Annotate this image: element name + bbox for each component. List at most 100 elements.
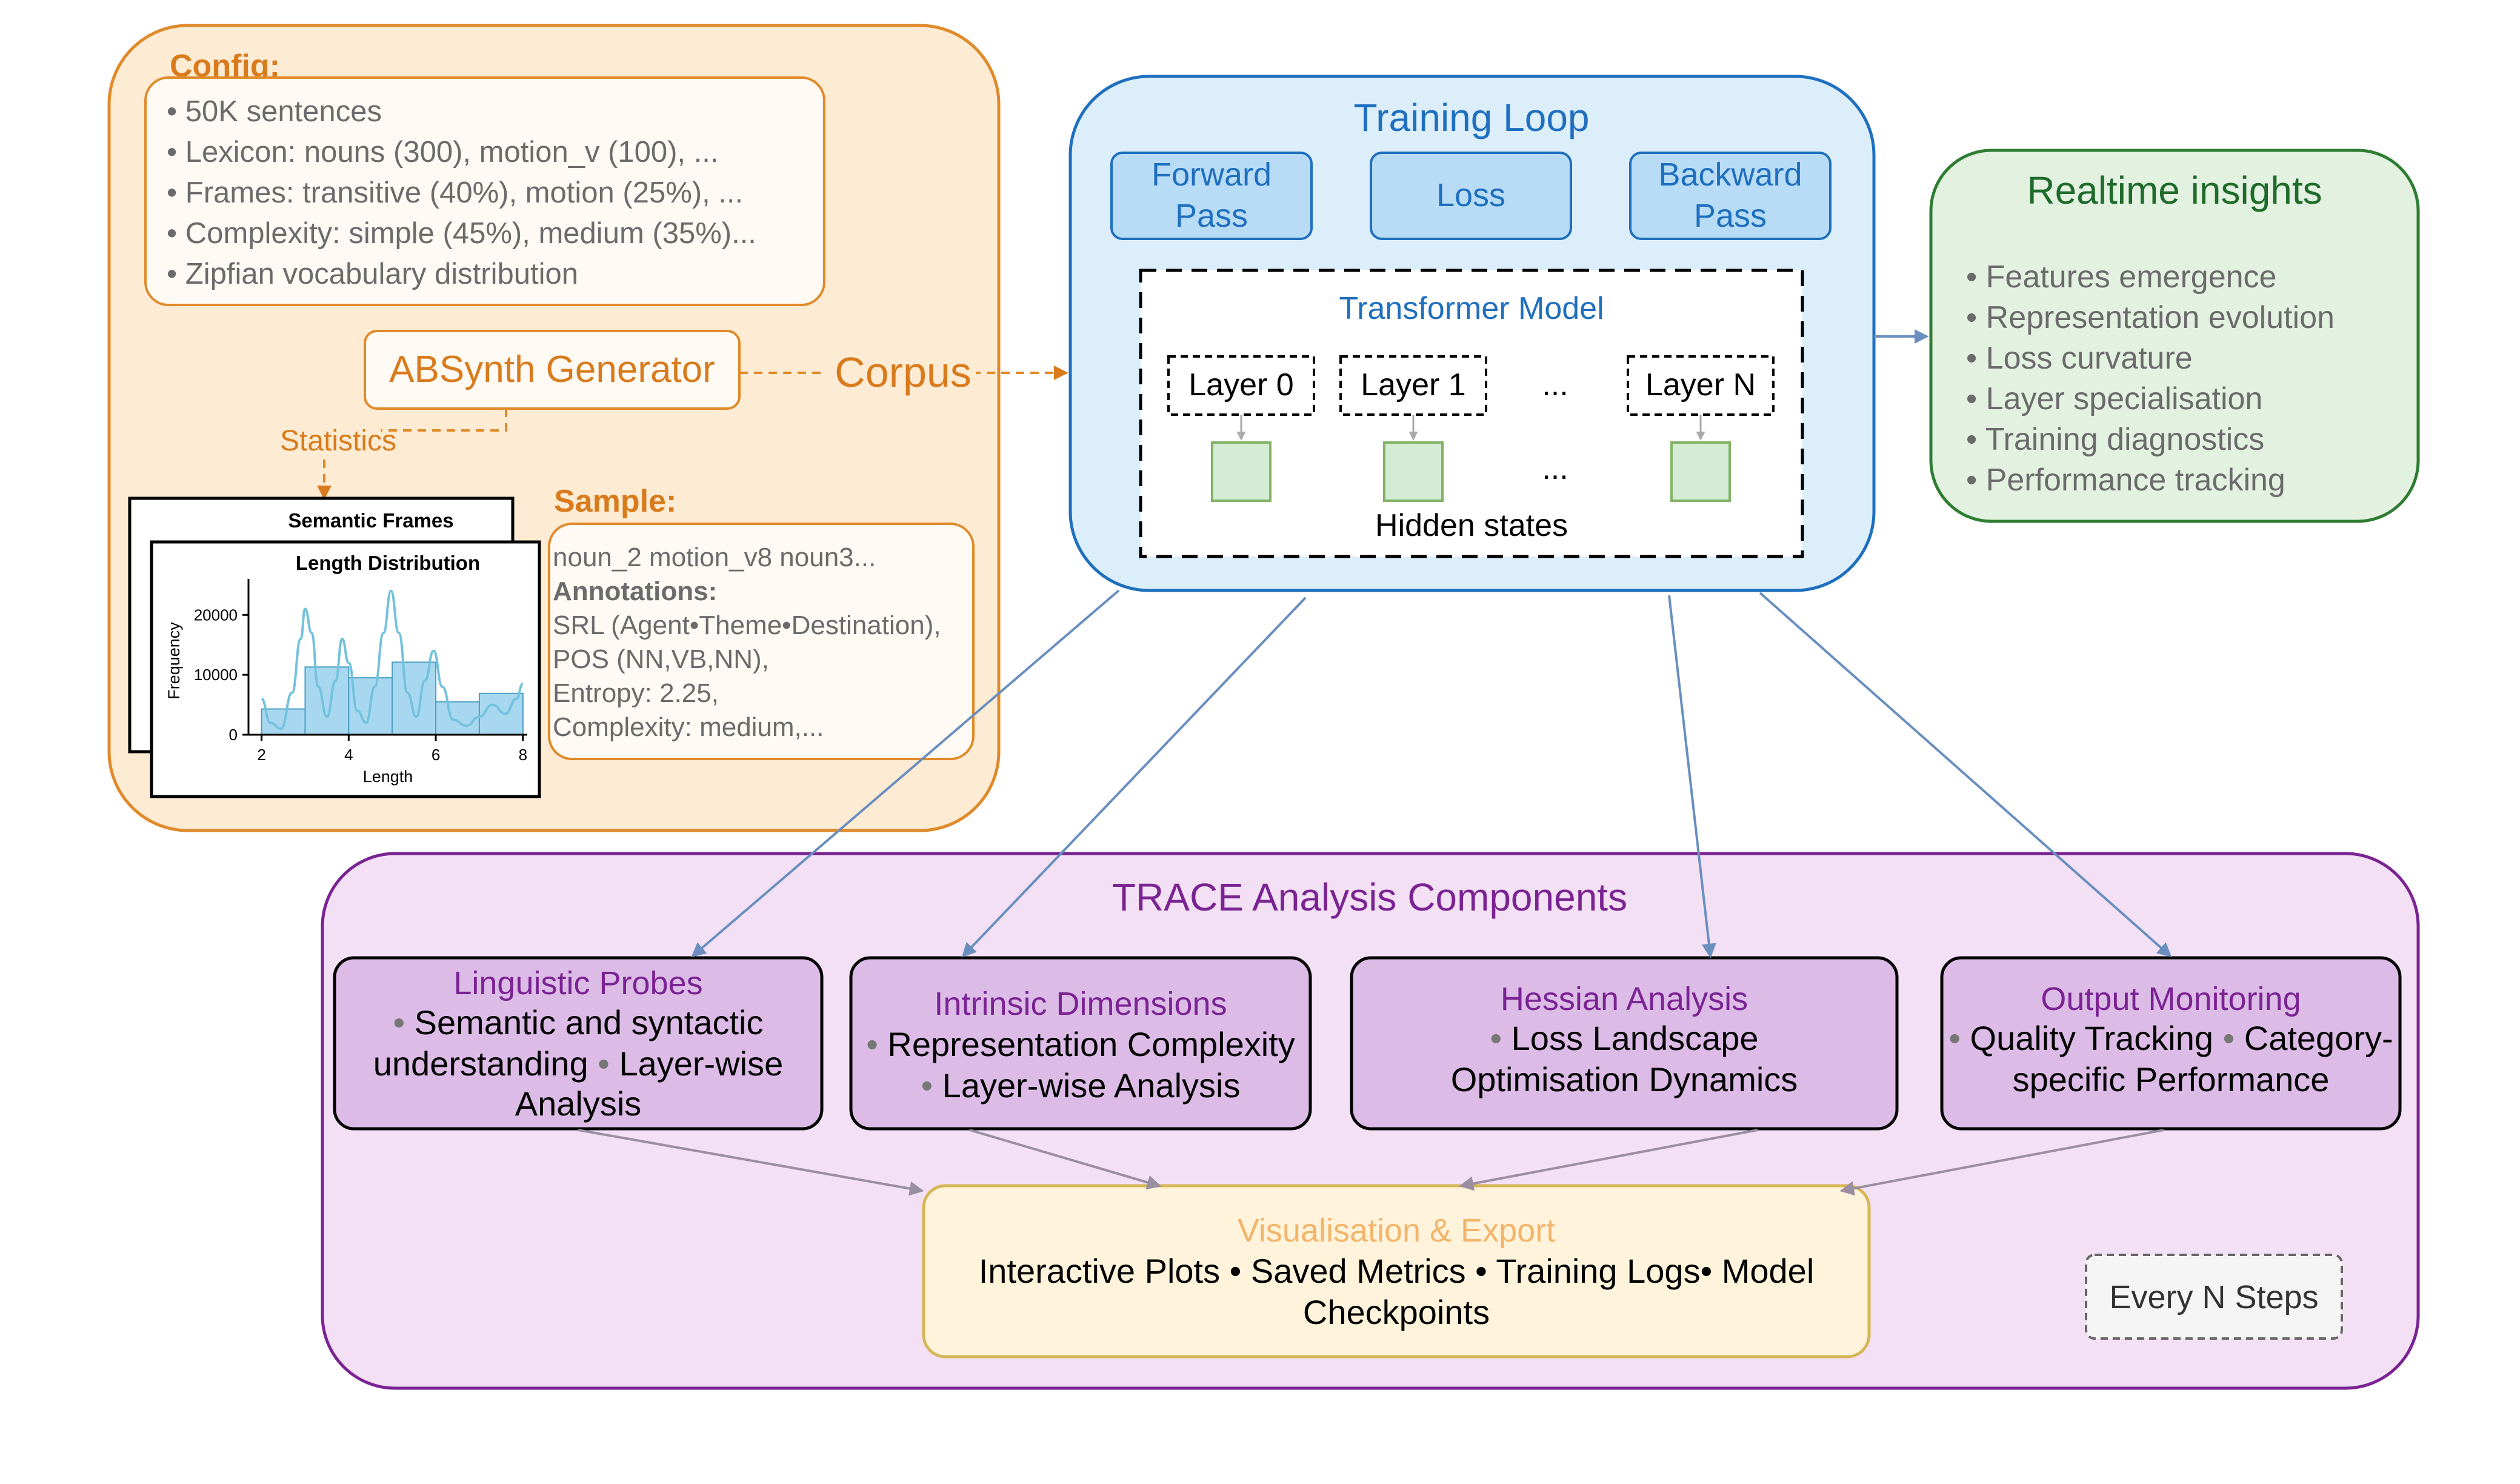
training-loop-title: Training Loop bbox=[1354, 96, 1590, 139]
probes-text: understanding • Layer-wise bbox=[373, 1044, 783, 1083]
visualisation-export-node[interactable]: Visualisation & Export Interactive Plots… bbox=[922, 1184, 1871, 1359]
semantic-frames-title: Semantic Frames bbox=[288, 509, 453, 532]
generator-node[interactable]: ABSynth Generator bbox=[364, 330, 741, 410]
hessian-title: Hessian Analysis bbox=[1501, 981, 1748, 1017]
histogram-bar bbox=[435, 701, 480, 736]
transformer-title: Transformer Model bbox=[1339, 291, 1604, 326]
export-connectors bbox=[578, 1129, 2164, 1196]
output-text: specific Performance bbox=[2013, 1060, 2330, 1098]
hidden-state-square bbox=[1670, 441, 1731, 502]
generator-label: ABSynth Generator bbox=[389, 349, 715, 390]
probes-text: Analysis bbox=[515, 1085, 642, 1123]
config-box: • 50K sentences • Lexicon: nouns (300), … bbox=[144, 76, 825, 306]
hessian-text: Optimisation Dynamics bbox=[1451, 1060, 1798, 1098]
annotation-line: Entropy: 2.25, bbox=[553, 678, 719, 708]
layer-label: Layer N bbox=[1645, 367, 1756, 403]
corpus-label: Corpus bbox=[835, 349, 972, 396]
backward-pass-label: Pass bbox=[1694, 198, 1767, 234]
trace-title: TRACE Analysis Components bbox=[1112, 875, 1627, 919]
visual-text: Checkpoints bbox=[1303, 1293, 1490, 1331]
forward-pass-node[interactable]: Forward Pass bbox=[1110, 152, 1313, 240]
data-generation-panel: Config: • 50K sentences • Lexicon: nouns… bbox=[107, 24, 1001, 832]
hidden-state-ellipsis: ... bbox=[1542, 451, 1568, 486]
intrinsic-text: • Layer-wise Analysis bbox=[921, 1066, 1241, 1105]
insights-title: Realtime insights bbox=[2027, 169, 2322, 212]
hessian-analysis-node[interactable]: Hessian Analysis • Loss Landscape Optimi… bbox=[1350, 956, 1899, 1131]
config-item: • 50K sentences bbox=[167, 95, 382, 128]
training-loop-panel: Training Loop Forward Pass Loss Backward… bbox=[1068, 75, 1876, 592]
y-tick-label: 0 bbox=[229, 726, 238, 744]
layer-label: Layer 0 bbox=[1188, 367, 1293, 403]
x-tick-label: 8 bbox=[519, 746, 527, 764]
insight-item: • Performance tracking bbox=[1966, 463, 2285, 498]
hidden-state-square bbox=[1211, 441, 1272, 502]
annotation-line: Complexity: medium,... bbox=[553, 712, 824, 742]
insight-item: • Loss curvature bbox=[1966, 341, 2193, 376]
config-item: • Complexity: simple (45%), medium (35%)… bbox=[167, 217, 756, 250]
hidden-states-label: Hidden states bbox=[1375, 508, 1568, 543]
y-axis-label: Frequency bbox=[165, 622, 183, 700]
insights-panel: Realtime insights • Features emergence •… bbox=[1929, 149, 2420, 523]
layer-n-node[interactable]: Layer N bbox=[1627, 355, 1775, 416]
output-monitoring-node[interactable]: Output Monitoring • Quality Tracking • C… bbox=[1940, 956, 2402, 1131]
insight-item: • Representation evolution bbox=[1966, 300, 2335, 335]
every-n-steps-label: Every N Steps bbox=[2109, 1279, 2318, 1315]
visual-title: Visualisation & Export bbox=[1238, 1212, 1555, 1249]
histogram-bar bbox=[304, 666, 350, 735]
config-item: • Frames: transitive (40%), motion (25%)… bbox=[167, 176, 743, 209]
config-item: • Zipfian vocabulary distribution bbox=[167, 258, 578, 290]
x-ticks: 2 4 6 8 bbox=[257, 735, 527, 764]
sample-title: Sample: bbox=[554, 484, 676, 519]
sample-box: noun_2 motion_v8 noun3... Annotations: S… bbox=[548, 523, 975, 760]
y-tick-label: 10000 bbox=[194, 666, 238, 684]
intrinsic-text: • Representation Complexity bbox=[866, 1025, 1295, 1063]
layer-1-node[interactable]: Layer 1 bbox=[1339, 355, 1487, 416]
annotation-line: SRL (Agent•Theme•Destination), bbox=[553, 610, 941, 640]
probes-title: Linguistic Probes bbox=[453, 965, 702, 1001]
linguistic-probes-node[interactable]: Linguistic Probes • Semantic and syntact… bbox=[333, 956, 824, 1131]
y-ticks: 0 10000 20000 bbox=[194, 606, 248, 744]
kde-curve bbox=[261, 589, 524, 730]
histogram-bar bbox=[478, 692, 524, 735]
x-tick-label: 4 bbox=[344, 746, 353, 764]
length-distribution-chart: Length Distribution 0 10000 20000 2 4 6 8 Fre… bbox=[150, 540, 541, 798]
statistics-connector bbox=[317, 409, 507, 500]
annotation-line: POS (NN,VB,NN), bbox=[553, 644, 769, 674]
insight-item: • Training diagnostics bbox=[1966, 422, 2264, 457]
forward-pass-label: Forward bbox=[1152, 156, 1272, 193]
loss-label: Loss bbox=[1436, 177, 1505, 213]
x-tick-label: 2 bbox=[257, 746, 265, 764]
hidden-state-square bbox=[1383, 441, 1444, 502]
statistics-label: Statistics bbox=[280, 425, 396, 457]
x-tick-label: 6 bbox=[432, 746, 440, 764]
loss-node[interactable]: Loss bbox=[1370, 152, 1572, 240]
backward-pass-label: Backward bbox=[1658, 156, 1802, 193]
y-tick-label: 20000 bbox=[194, 606, 238, 624]
probes-text: • Semantic and syntactic bbox=[393, 1003, 763, 1041]
output-title: Output Monitoring bbox=[2041, 981, 2301, 1017]
forward-pass-label: Pass bbox=[1175, 198, 1248, 234]
config-item: • Lexicon: nouns (300), motion_v (100), … bbox=[167, 136, 719, 169]
length-chart-title: Length Distribution bbox=[296, 552, 480, 574]
layer-ellipsis: ... bbox=[1542, 367, 1568, 403]
intrinsic-title: Intrinsic Dimensions bbox=[934, 986, 1227, 1022]
output-text: • Quality Tracking • Category- bbox=[1948, 1019, 2393, 1057]
annotations-title: Annotations: bbox=[553, 577, 717, 606]
layer-0-node[interactable]: Layer 0 bbox=[1167, 355, 1315, 416]
trace-panel: TRACE Analysis Components Linguistic Pro… bbox=[321, 852, 2420, 1390]
plot-area bbox=[261, 589, 524, 736]
visual-text: Interactive Plots • Saved Metrics • Trai… bbox=[979, 1252, 1815, 1290]
trace-connectors bbox=[691, 589, 2172, 958]
intrinsic-dimensions-node[interactable]: Intrinsic Dimensions • Representation Co… bbox=[849, 956, 1312, 1131]
transformer-model: Transformer Model Layer 0 Layer 1 ... La… bbox=[1139, 269, 1804, 558]
layer-label: Layer 1 bbox=[1361, 367, 1465, 403]
corpus-connector: Corpus bbox=[739, 349, 1068, 398]
x-axis-label: Length bbox=[363, 767, 413, 786]
insight-item: • Layer specialisation bbox=[1966, 381, 2262, 416]
insight-item: • Features emergence bbox=[1966, 259, 2276, 295]
backward-pass-node[interactable]: Backward Pass bbox=[1629, 152, 1832, 240]
hessian-text: • Loss Landscape bbox=[1490, 1019, 1758, 1057]
every-n-steps-badge: Every N Steps bbox=[2085, 1254, 2343, 1340]
sample-tokens: noun_2 motion_v8 noun3... bbox=[553, 543, 876, 572]
